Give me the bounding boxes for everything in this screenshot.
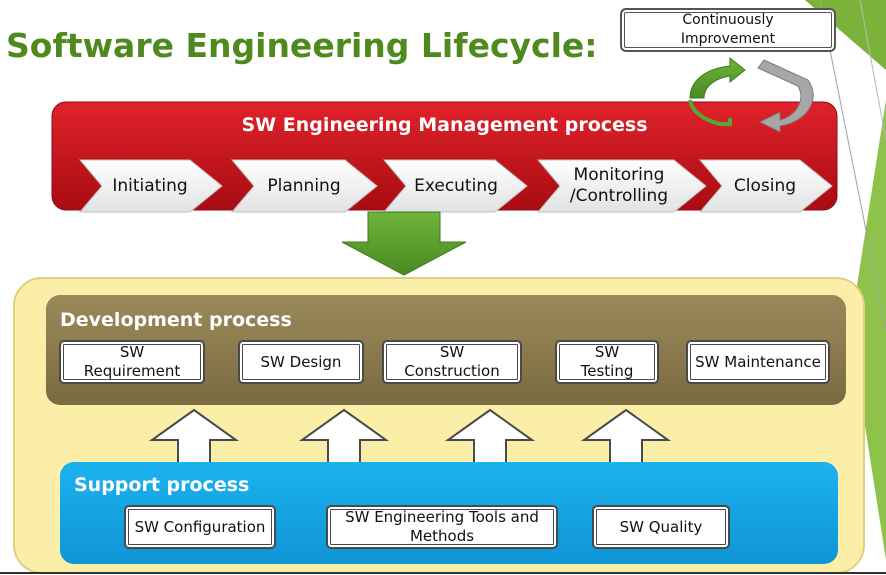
support-item-tools-methods: SW Engineering Tools and Methods xyxy=(326,505,558,549)
phase-executing: Executing xyxy=(414,175,498,196)
management-title: SW Engineering Management process xyxy=(241,114,648,136)
support-item-quality: SW Quality xyxy=(592,505,730,549)
corner-line-2 xyxy=(859,0,886,141)
chevron-monitoring xyxy=(536,159,707,213)
corner-line-1 xyxy=(819,0,886,331)
dev-item-design: SW Design xyxy=(238,340,364,384)
down-arrow xyxy=(341,211,467,276)
development-title: Development process xyxy=(60,309,292,331)
phase-planning: Planning xyxy=(267,175,341,196)
up-arrow-1 xyxy=(148,408,240,465)
dev-item-construction: SW Construction xyxy=(382,340,522,384)
continuous-improvement-box: Continuously Improvement xyxy=(620,8,836,52)
phase-initiating: Initiating xyxy=(112,175,188,196)
chevron-closing xyxy=(698,159,833,213)
chevron-planning xyxy=(230,159,378,213)
dev-item-testing: SW Testing xyxy=(555,340,659,384)
up-arrow-2 xyxy=(298,408,390,465)
corner-triangle-right xyxy=(850,100,886,560)
phase-monitoring-controlling: Monitoring /Controlling xyxy=(569,165,669,206)
dev-item-requirement: SW Requirement xyxy=(59,340,205,384)
page-title: Software Engineering Lifecycle: xyxy=(6,26,598,65)
cycle-arrow-bottom xyxy=(688,99,732,126)
chevron-initiating xyxy=(78,159,223,213)
cycle-arrow-top xyxy=(689,56,746,99)
dev-item-maintenance: SW Maintenance xyxy=(686,340,830,384)
cycle-arrow-right xyxy=(757,59,814,133)
chevron-executing xyxy=(382,159,528,213)
support-item-configuration: SW Configuration xyxy=(124,505,276,549)
up-arrow-3 xyxy=(444,408,536,465)
up-arrow-4 xyxy=(580,408,672,465)
support-title: Support process xyxy=(74,474,250,496)
phase-closing: Closing xyxy=(733,175,797,196)
